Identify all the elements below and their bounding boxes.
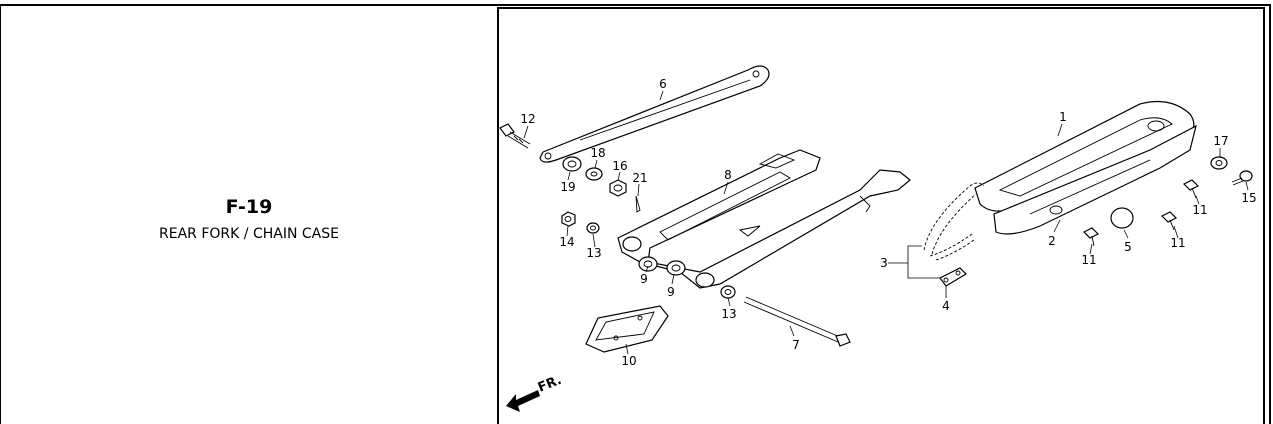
callout-labels: 6 1 2 3 4 5 7 8 9 9 10 11 11 11 12 13 13… [520,77,1256,396]
callout-8: 8 [724,168,732,182]
callout-6: 6 [659,77,667,91]
part-18-washer [585,167,603,181]
part-5-cap [1110,207,1134,229]
callout-21: 21 [632,171,647,185]
part-17-washer [1210,156,1228,170]
callout-3: 3 [880,256,888,270]
front-direction-arrow [506,390,540,412]
callout-10: 10 [621,354,636,368]
diagram-panel [497,7,1265,424]
callout-11-b: 11 [1170,236,1185,250]
callout-12: 12 [520,112,535,126]
part-11-bolt-a [1182,179,1200,199]
part-7-axle [743,296,851,347]
callout-19: 19 [560,180,575,194]
part-4-master-link [939,267,967,287]
part-21-cotter-pin [635,195,641,213]
callout-4: 4 [942,299,950,313]
part-12-bolt [499,123,531,149]
part-13-washer-b [720,285,736,299]
part-19-washer [562,156,582,172]
callout-16: 16 [612,159,627,173]
part-13-washer-a [586,222,600,234]
page-frame [0,4,1271,424]
callout-14: 14 [559,235,574,249]
part-6-bar [539,65,770,163]
callout-5: 5 [1124,240,1132,254]
callout-9-a: 9 [640,272,648,286]
front-direction-label: FR. [536,373,564,396]
part-16-nut [609,179,627,197]
part-2-chain-case-lower [993,124,1197,235]
part-15-bolt [1231,170,1253,186]
callout-9-b: 9 [667,285,675,299]
part-9-bushing-a [638,256,658,272]
callout-7: 7 [792,338,800,352]
callout-1: 1 [1059,110,1067,124]
figure-info-panel: F-19 REAR FORK / CHAIN CASE [1,6,497,424]
leader-lines [523,90,1249,355]
part-10-guard [585,305,669,353]
part-11-bolt-b [1160,211,1178,231]
callout-11-c: 11 [1081,253,1096,267]
callout-15: 15 [1241,191,1256,205]
callout-11-a: 11 [1192,203,1207,217]
part-14-nut [561,211,576,227]
callout-13-a: 13 [586,246,601,260]
part-8-swingarm [617,149,911,289]
callout-13-b: 13 [721,307,736,321]
callout-18: 18 [590,146,605,160]
figure-code: F-19 [225,196,273,218]
figure-title: REAR FORK / CHAIN CASE [159,226,339,242]
part-3-chain [923,182,985,261]
callout-17: 17 [1213,134,1228,148]
part-11-bolt-c [1082,227,1100,247]
part-9-bushing-b [666,260,686,276]
callout-2: 2 [1048,234,1056,248]
